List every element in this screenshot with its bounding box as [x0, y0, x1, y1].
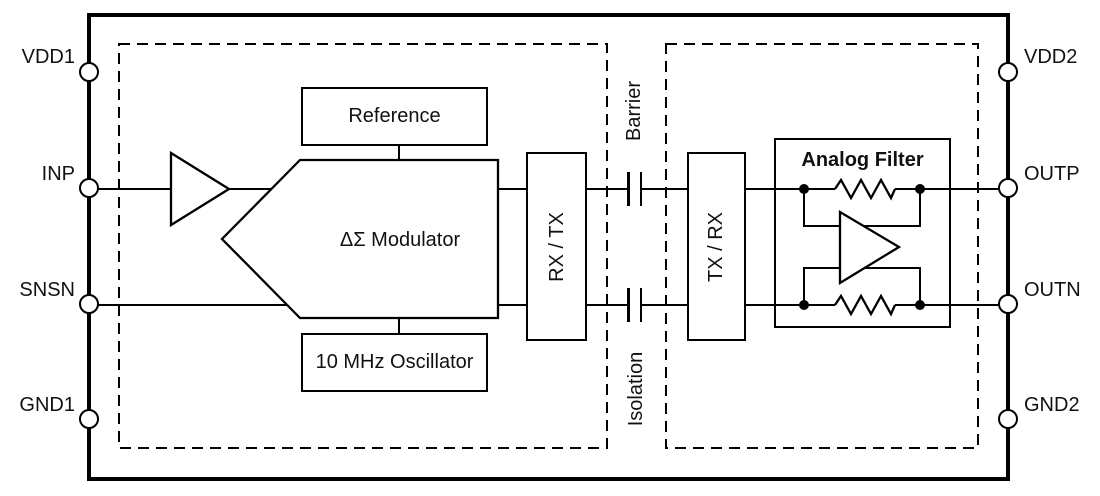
reference-block — [301, 87, 488, 146]
oscillator-block — [301, 333, 488, 392]
pin-vdd1 — [79, 62, 99, 82]
analog-filter-block — [774, 138, 951, 328]
modulator-label: ΔΣ Modulator — [339, 229, 461, 251]
wire-feedback-bottom-left — [803, 268, 805, 305]
resistor-bottom-icon — [834, 293, 897, 317]
pin-vdd1-label: VDD1 — [21, 46, 75, 68]
pin-outn — [998, 294, 1018, 314]
reference-label: Reference — [348, 105, 441, 127]
barrier-label: Barrier — [623, 81, 645, 142]
secondary-side-dashed-boundary — [665, 43, 979, 449]
pin-outn-label: OUTN — [1024, 279, 1081, 301]
tx-rx-label: TX / RX — [705, 212, 727, 283]
pin-inp — [79, 178, 99, 198]
pin-snsn — [79, 294, 99, 314]
tx-rx-block — [687, 152, 746, 341]
resistor-top-icon — [834, 177, 897, 201]
pin-gnd1 — [79, 409, 99, 429]
pin-vdd2-label: VDD2 — [1024, 46, 1078, 68]
pin-inp-label: INP — [41, 163, 75, 185]
wire-oscillator-stub — [398, 318, 400, 334]
pin-gnd2-label: GND2 — [1024, 394, 1080, 416]
rx-tx-label: RX / TX — [546, 212, 568, 282]
capacitor-top-icon — [639, 172, 642, 206]
wire-feedback-top-right — [919, 189, 921, 226]
pin-gnd1-label: GND1 — [19, 394, 75, 416]
rx-tx-block — [526, 152, 587, 341]
pin-vdd2 — [998, 62, 1018, 82]
capacitor-bottom-icon — [639, 288, 642, 322]
pin-snsn-label: SNSN — [19, 279, 75, 301]
junction-dot — [915, 300, 925, 310]
junction-dot — [915, 184, 925, 194]
pin-outp-label: OUTP — [1024, 163, 1080, 185]
junction-dot — [799, 300, 809, 310]
wire-feedback-top-left — [803, 189, 805, 226]
chip-outline — [87, 13, 1010, 481]
primary-side-dashed-boundary — [118, 43, 608, 449]
pin-gnd2 — [998, 409, 1018, 429]
isolation-label: Isolation — [625, 351, 647, 427]
oscillator-label: 10 MHz Oscillator — [315, 351, 474, 373]
output-opamp-icon — [838, 209, 902, 286]
input-amplifier-icon — [169, 150, 232, 228]
wire-feedback-bottom-right — [919, 268, 921, 305]
analog-filter-label: Analog Filter — [801, 149, 924, 171]
pin-outp — [998, 178, 1018, 198]
capacitor-top-gap — [629, 185, 640, 193]
capacitor-top-icon — [627, 172, 630, 206]
junction-dot — [799, 184, 809, 194]
wire-reference-stub — [398, 145, 400, 160]
capacitor-bottom-gap — [629, 301, 640, 309]
capacitor-bottom-icon — [627, 288, 630, 322]
